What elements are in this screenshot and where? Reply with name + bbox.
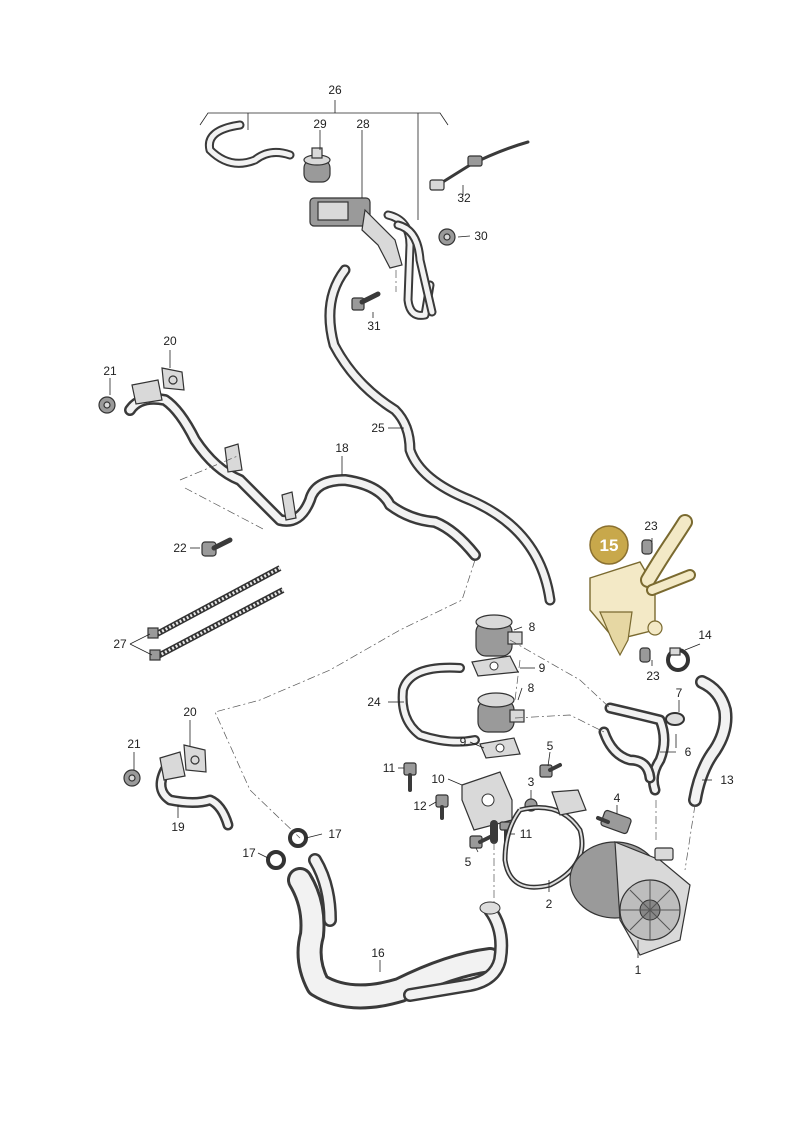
label-22: 22 (173, 541, 187, 555)
hose-16 (287, 853, 509, 1010)
label-28: 28 (356, 117, 370, 131)
label-10: 10 (431, 772, 445, 786)
hose-13 (688, 675, 733, 807)
label-1: 1 (635, 963, 642, 977)
bolt-12 (435, 794, 449, 820)
bolt-11-left (403, 762, 417, 792)
highlight-badge: 15 (589, 525, 629, 565)
label-13: 13 (720, 773, 734, 787)
clamp-17-right (288, 828, 308, 848)
label-2: 2 (546, 897, 553, 911)
plug-23-lower (639, 647, 651, 663)
label-11-right: 11 (520, 827, 533, 841)
label-19: 19 (171, 820, 185, 834)
plug-23-upper (641, 539, 653, 555)
label-16: 16 (371, 946, 385, 960)
bolt-5-upper (539, 763, 562, 778)
hose-6 (598, 702, 670, 796)
label-17-right: 17 (328, 827, 342, 841)
label-8-lower: 8 (528, 681, 535, 695)
callout-labels: 26 29 28 32 30 31 25 20 21 18 22 27 23 2… (103, 83, 734, 977)
label-20-lower: 20 (183, 705, 197, 719)
hose-25 (324, 264, 556, 606)
clamp-17-left (266, 850, 286, 870)
label-21-upper: 21 (103, 364, 117, 378)
clamp-14 (666, 647, 690, 672)
label-6: 6 (685, 745, 692, 759)
seal-9-upper (471, 655, 519, 677)
label-20-upper: 20 (163, 334, 177, 348)
label-23-lower: 23 (646, 669, 660, 683)
cable-ties-27 (147, 565, 285, 661)
label-21-lower: 21 (127, 737, 141, 751)
bolt-22 (201, 537, 233, 557)
hose-24 (397, 662, 480, 747)
pipe-19 (155, 744, 234, 831)
label-5-upper: 5 (547, 739, 554, 753)
connector-32 (429, 140, 530, 191)
label-23-upper: 23 (644, 519, 658, 533)
label-32: 32 (457, 191, 471, 205)
nut-21-upper (98, 396, 116, 414)
bracket-2 (502, 789, 587, 890)
bolt-5-lower (469, 834, 494, 849)
label-29: 29 (313, 117, 327, 131)
air-pump-1 (569, 841, 691, 956)
label-3: 3 (528, 775, 535, 789)
label-31: 31 (367, 319, 381, 333)
label-4: 4 (614, 791, 621, 805)
valve-29 (303, 147, 331, 183)
vacuum-hose-group (204, 120, 437, 320)
label-30: 30 (474, 229, 488, 243)
label-9-lower: 9 (460, 735, 467, 749)
label-17-left: 17 (242, 846, 256, 860)
sensor-4 (596, 809, 632, 835)
clamp-7 (665, 712, 685, 726)
pipe-18 (124, 367, 481, 561)
label-12: 12 (413, 799, 427, 813)
label-5-lower: 5 (465, 855, 472, 869)
valve-8-lower (477, 692, 525, 733)
nut-21-lower (123, 769, 141, 787)
label-27: 27 (113, 637, 127, 651)
assembly-guide-lines (179, 270, 696, 905)
label-26: 26 (328, 83, 342, 97)
nut-30 (438, 228, 456, 246)
label-11-left: 11 (383, 761, 396, 775)
label-18: 18 (335, 441, 349, 455)
highlight-number: 15 (600, 536, 619, 555)
label-8-upper: 8 (529, 620, 536, 634)
label-7: 7 (676, 686, 683, 700)
label-9-upper: 9 (539, 661, 546, 675)
bolt-31 (351, 291, 381, 311)
group-bracket-26 (199, 100, 449, 220)
flange-10 (461, 771, 513, 844)
leader-lines (109, 130, 712, 972)
label-25: 25 (371, 421, 385, 435)
label-24: 24 (367, 695, 381, 709)
solenoid-valve-28 (309, 197, 403, 269)
label-14: 14 (698, 628, 712, 642)
reservoir-15 (589, 514, 696, 657)
seal-9-lower (479, 737, 521, 759)
valve-8-upper (475, 614, 523, 657)
